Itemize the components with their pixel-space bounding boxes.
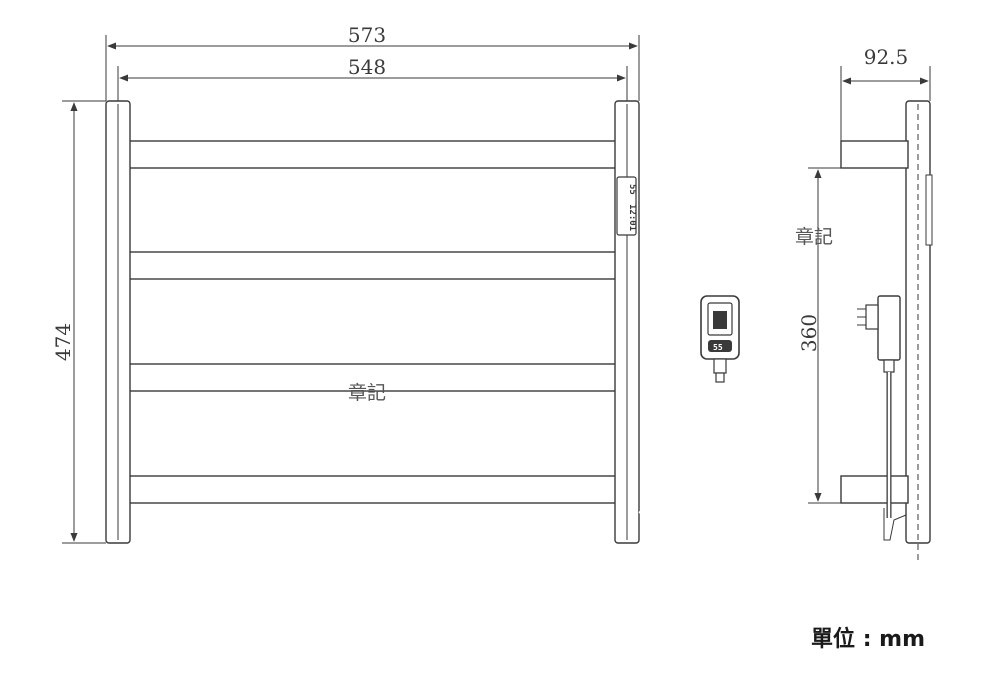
remote-label: 55 (713, 343, 723, 352)
dim-width-inner: 548 (348, 55, 386, 79)
watermark-side: 章記 (795, 226, 833, 248)
side-view (840, 100, 933, 560)
unit-label: 單位 : mm (811, 626, 925, 652)
side-dimensions: 92.5 360 (797, 45, 931, 504)
dim-bar-spacing: 360 (797, 314, 821, 352)
remote-controller: 55 (700, 295, 740, 383)
power-cable-outer (638, 379, 721, 537)
dim-width-outer: 573 (348, 23, 386, 47)
front-dimensions: 573 548 474 (51, 23, 640, 544)
remote-button-panel (708, 340, 732, 352)
dim-height: 474 (51, 323, 75, 361)
side-top-bar (840, 140, 909, 169)
remote-screen (713, 311, 727, 329)
power-cable-inner (638, 379, 722, 538)
side-control-panel (925, 174, 933, 246)
control-display-bottom: 12:01 (627, 204, 637, 231)
towel-bar-2 (127, 251, 619, 280)
towel-bar-1 (127, 140, 619, 169)
control-panel: 55 12:01 (616, 176, 637, 236)
side-post (905, 100, 931, 544)
towel-bar-4 (127, 475, 619, 504)
front-view: 55 12:01 55 (105, 100, 740, 544)
side-plug (857, 295, 907, 541)
watermark-front: 章記 (348, 382, 386, 404)
control-display-top: 55 (627, 184, 637, 195)
dim-depth: 92.5 (864, 45, 909, 69)
side-bottom-bar (840, 475, 909, 504)
